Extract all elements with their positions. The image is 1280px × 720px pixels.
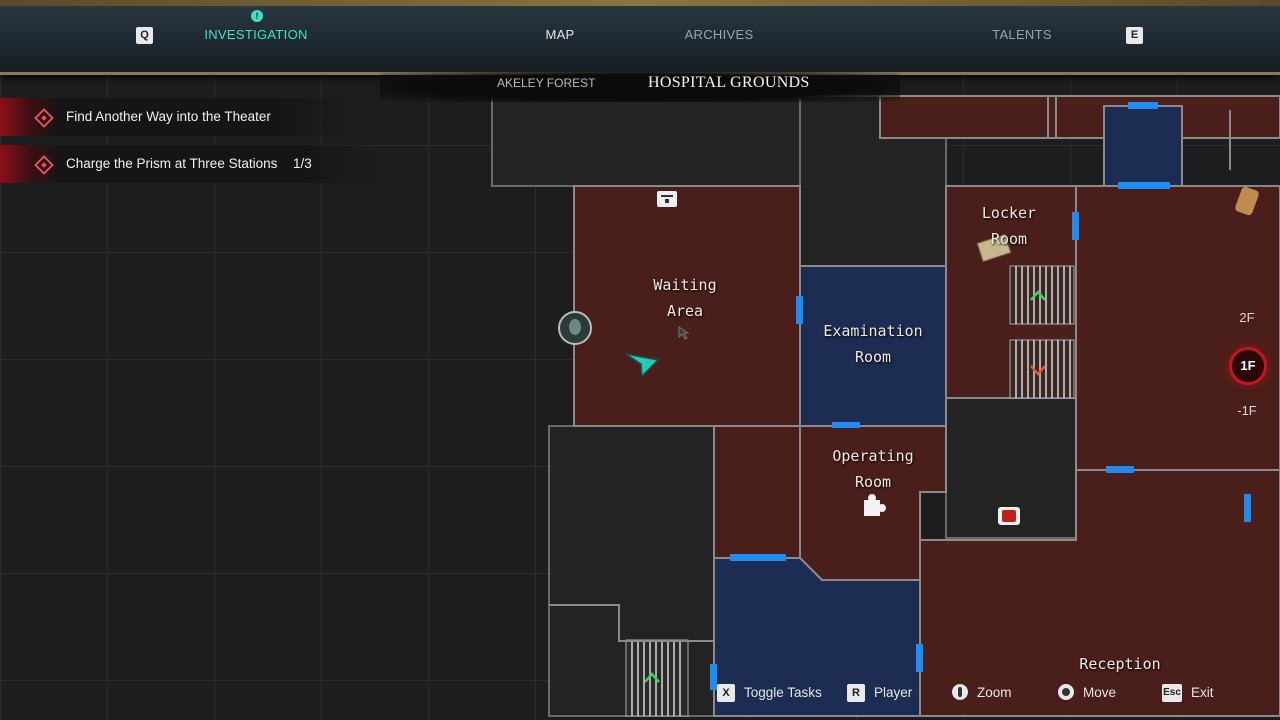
tab-archives[interactable]: ARCHIVES bbox=[684, 27, 754, 42]
door bbox=[730, 554, 786, 561]
objective-text: Find Another Way into the Theater bbox=[66, 109, 271, 124]
hint-label: Player bbox=[874, 685, 913, 700]
hint-exit[interactable]: Esc Exit bbox=[1162, 684, 1214, 702]
doors bbox=[710, 102, 1251, 690]
stairs-up-west[interactable] bbox=[625, 639, 689, 717]
hint-label: Zoom bbox=[977, 685, 1012, 700]
objective-item: Find Another Way into the Theater bbox=[0, 98, 345, 136]
red-chest-icon[interactable] bbox=[998, 507, 1020, 525]
room-waiting-hall-south bbox=[713, 425, 801, 559]
room-south-hall bbox=[713, 557, 921, 717]
door bbox=[1118, 182, 1170, 189]
door bbox=[1244, 494, 1251, 522]
tab-map[interactable]: MAP bbox=[545, 27, 575, 42]
room-examination-room bbox=[799, 265, 947, 427]
region-akeley-forest[interactable]: AKELEY FOREST bbox=[497, 76, 596, 90]
notification-badge: ! bbox=[251, 10, 263, 22]
hint-move[interactable]: Move bbox=[1058, 684, 1116, 702]
hint-label: Move bbox=[1083, 685, 1117, 700]
objective-progress: 1/3 bbox=[293, 156, 312, 171]
stairs-up-arrow-icon bbox=[1030, 290, 1046, 301]
puzzle-piece-icon[interactable] bbox=[864, 494, 886, 516]
chest-icon[interactable] bbox=[657, 191, 677, 207]
label-reception: Reception bbox=[1079, 655, 1161, 673]
label-operating-room: Operating Room bbox=[832, 447, 914, 491]
label-examination-room: Examination Room bbox=[823, 322, 923, 366]
stairs-down-arrow-icon bbox=[1030, 365, 1046, 376]
stairs-down-east[interactable] bbox=[1009, 339, 1075, 399]
door bbox=[710, 664, 717, 690]
label-waiting-area: Waiting Area bbox=[653, 276, 717, 320]
lit-rooms bbox=[713, 105, 1183, 717]
floor-2f[interactable]: 2F bbox=[1239, 310, 1255, 325]
region-current[interactable]: HOSPITAL GROUNDS bbox=[648, 74, 810, 91]
objective-item: Charge the Prism at Three Stations 1/3 bbox=[0, 145, 375, 183]
door bbox=[1106, 466, 1134, 473]
room-north-alcove bbox=[1103, 105, 1183, 187]
top-nav-bar: Q ! INVESTIGATION MAP ARCHIVES TALENTS E bbox=[0, 0, 1280, 75]
room-east-ward bbox=[1075, 185, 1280, 471]
prev-tab-key[interactable]: Q bbox=[136, 27, 153, 44]
room-north-east bbox=[879, 95, 1280, 139]
door bbox=[1128, 102, 1158, 109]
hint-toggle-tasks[interactable]: X Toggle Tasks bbox=[717, 684, 822, 702]
door bbox=[916, 644, 923, 672]
key-esc: Esc bbox=[1162, 684, 1182, 702]
region-bar bbox=[380, 72, 900, 102]
hint-player[interactable]: R Player bbox=[847, 684, 912, 702]
next-tab-key[interactable]: E bbox=[1126, 27, 1143, 44]
cursor-icon bbox=[678, 326, 690, 340]
door bbox=[1072, 212, 1079, 240]
objective-diamond-icon bbox=[34, 108, 54, 128]
tab-investigation[interactable]: INVESTIGATION bbox=[204, 27, 308, 42]
floor-minus-1f[interactable]: -1F bbox=[1237, 403, 1257, 418]
door bbox=[832, 422, 860, 428]
key-r: R bbox=[847, 684, 865, 702]
partner-portrait-icon[interactable] bbox=[558, 311, 592, 345]
stairs-up-east[interactable] bbox=[1009, 265, 1075, 325]
key-x: X bbox=[717, 684, 735, 702]
door bbox=[796, 296, 803, 324]
stairs-west-up-arrow-icon bbox=[644, 672, 660, 683]
hint-zoom[interactable]: Zoom bbox=[952, 684, 1012, 702]
tab-talents[interactable]: TALENTS bbox=[992, 27, 1052, 42]
north-corridor bbox=[491, 95, 801, 187]
hint-label: Exit bbox=[1191, 685, 1214, 700]
mouse-wheel-icon bbox=[952, 684, 968, 700]
hint-label: Toggle Tasks bbox=[744, 685, 822, 700]
mouse-drag-icon bbox=[1058, 684, 1074, 700]
objective-diamond-icon bbox=[34, 155, 54, 175]
label-locker-room: Locker Room bbox=[981, 204, 1037, 248]
floor-1f-current[interactable]: 1F bbox=[1229, 347, 1267, 385]
room-waiting-area bbox=[573, 185, 801, 427]
player-arrow-icon[interactable] bbox=[624, 348, 660, 378]
inner-walls bbox=[549, 96, 1231, 642]
objective-text: Charge the Prism at Three Stations bbox=[66, 156, 278, 171]
